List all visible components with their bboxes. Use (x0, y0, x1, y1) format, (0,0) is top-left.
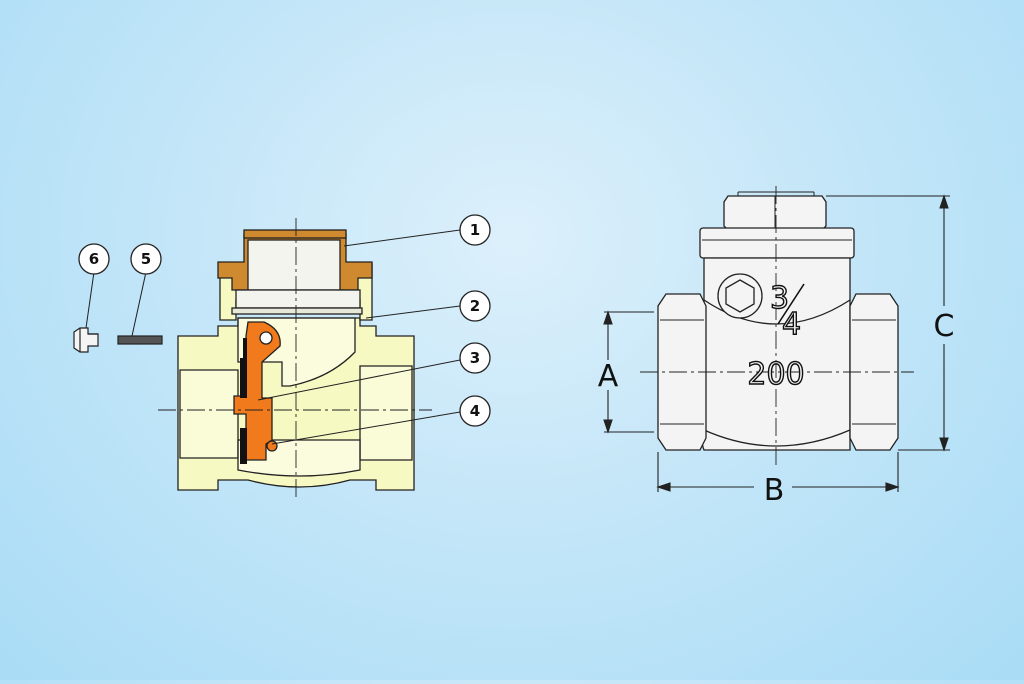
callout-1-label: 1 (470, 221, 480, 239)
dimension-lines (603, 194, 950, 492)
callout-3: 3 (459, 342, 491, 374)
callout-4: 4 (459, 395, 491, 427)
body-lower-curve (703, 429, 851, 447)
leader-lines (85, 229, 461, 445)
size-fraction-slash (777, 283, 805, 325)
bonnet-top-cap (243, 229, 347, 239)
external-view (657, 191, 899, 451)
callout-5: 5 (130, 243, 162, 275)
body-upper-curve (703, 299, 851, 325)
disc-nut (266, 440, 278, 452)
callout-6: 6 (78, 243, 110, 275)
seat-ring-upper (240, 358, 247, 398)
size-frac-mark: 4 (782, 307, 801, 342)
leader-2 (365, 305, 461, 319)
hinge-pin (117, 335, 163, 345)
hinge-pin-hole (259, 331, 273, 345)
bonnet-ring (699, 227, 855, 259)
callout-6-label: 6 (89, 250, 99, 268)
right-port-bore (359, 365, 413, 461)
callout-4-label: 4 (470, 402, 480, 420)
leader-4 (271, 411, 461, 445)
callout-2-label: 2 (470, 297, 480, 315)
plug-screw (73, 327, 99, 353)
callout-3-label: 3 (470, 349, 480, 367)
left-port-bore (179, 369, 239, 459)
bonnet-seat (235, 289, 361, 309)
callout-2: 2 (459, 290, 491, 322)
pressure-mark: 200 (747, 357, 804, 392)
swing-disc (233, 321, 281, 461)
external-centerlines (640, 186, 914, 466)
callout-5-label: 5 (141, 250, 151, 268)
size-whole-mark: 3 (770, 281, 789, 316)
dim-b-label: B (764, 473, 785, 508)
loose-parts (73, 327, 163, 353)
section-view (177, 229, 415, 491)
leader-5 (131, 271, 147, 337)
leader-6 (85, 271, 95, 329)
section-centerlines (158, 218, 432, 500)
bonnet-inner (247, 239, 341, 291)
leader-3 (257, 359, 461, 401)
bonnet-gasket (231, 307, 363, 315)
body-markings: 3 4 200 (747, 280, 806, 392)
dim-a-label: A (598, 359, 619, 394)
callout-1: 1 (459, 214, 491, 246)
leader-1 (343, 229, 461, 247)
dim-c-label: C (934, 309, 955, 344)
disc-seal (243, 338, 247, 360)
seat-ring-lower (240, 428, 247, 464)
hex-plug (725, 279, 755, 313)
